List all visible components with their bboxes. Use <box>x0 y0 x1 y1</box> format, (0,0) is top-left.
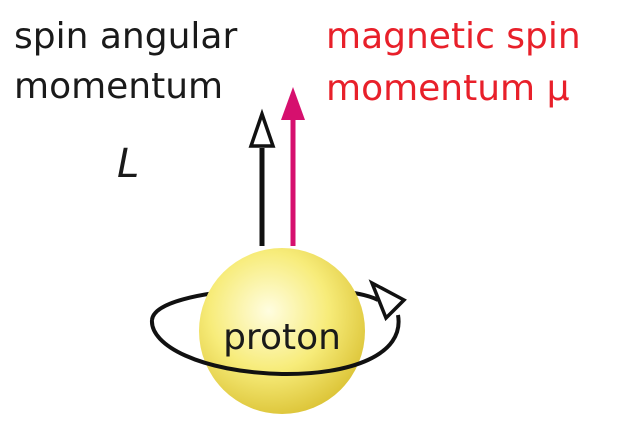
magnetic-moment-label-line1: magnetic spin <box>326 16 581 57</box>
magnetic-moment-label-line2: momentum μ <box>326 68 570 109</box>
angular-momentum-arrowhead-icon <box>251 114 273 146</box>
angular-momentum-symbol: L <box>117 141 139 187</box>
angular-momentum-label-line2: momentum <box>14 66 223 107</box>
proton-label: proton <box>223 317 341 358</box>
angular-momentum-label-line1: spin angular <box>14 16 237 57</box>
magnetic-moment-arrowhead-icon <box>281 87 305 120</box>
